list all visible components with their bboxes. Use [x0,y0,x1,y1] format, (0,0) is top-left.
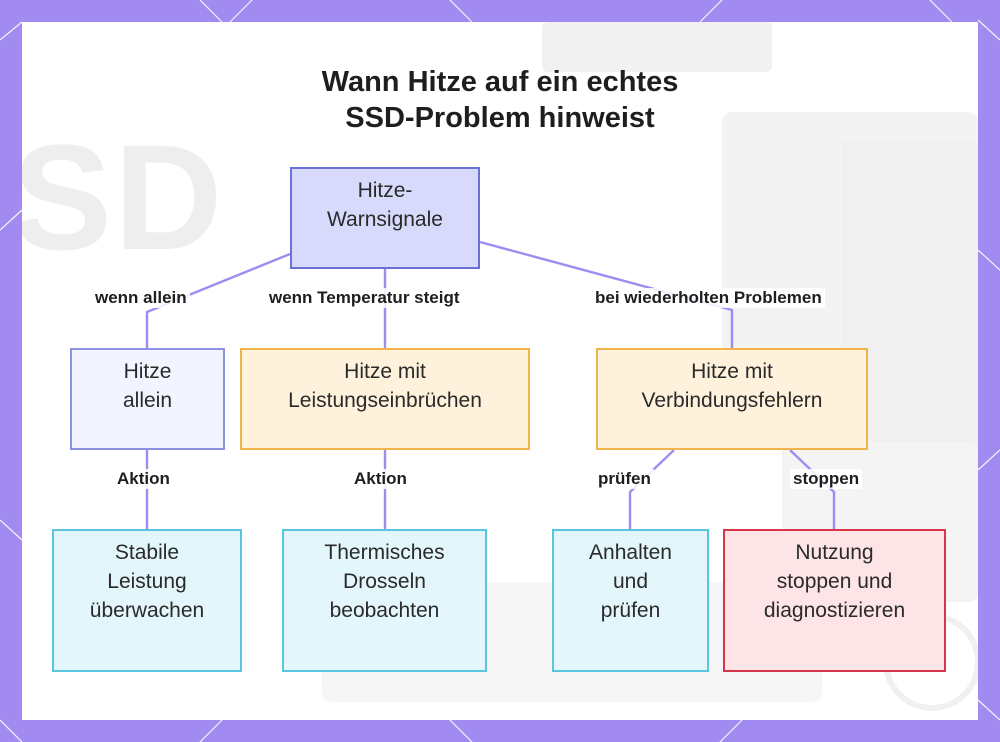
edge-label-alone: wenn allein [92,288,190,308]
node-monitor-stable-performance: Stabile Leistung überwachen [52,529,242,672]
edge-root-alone [145,252,291,348]
node-pause-and-check: Anhalten und prüfen [552,529,709,672]
node-heat-connection-errors: Hitze mit Verbindungsfehlern [596,348,868,450]
edge-label-repeated: bei wiederholten Problemen [592,288,825,308]
edge-connection-stop [789,449,836,529]
node-stop-and-diagnose: Nutzung stoppen und diagnostizieren [723,529,946,672]
title-line-1: Wann Hitze auf ein echtes [321,66,679,98]
node-heat-performance-drops: Hitze mit Leistungseinbrüchen [240,348,530,450]
node-heat-alone: Hitze allein [70,348,225,450]
diagram-panel: SD Wann Hitze auf ein echtes SSD-Problem… [22,22,978,720]
edge-connection-pause [628,449,675,529]
page-title: Wann Hitze auf ein echtes SSD-Problem hi… [22,64,978,136]
edge-label-check: prüfen [595,469,654,489]
node-observe-throttling: Thermisches Drosseln beobachten [282,529,487,672]
background-letters: SD [22,113,225,281]
title-line-2: SSD-Problem hinweist [345,102,655,134]
node-heat-warning-signs: Hitze- Warnsignale [290,167,480,269]
diagram-edges [145,240,836,529]
edge-root-connection [479,240,734,348]
edge-label-action-1: Aktion [114,469,173,489]
edge-label-action-2: Aktion [351,469,410,489]
edge-label-temp-rises: wenn Temperatur steigt [266,288,463,308]
edge-label-stop: stoppen [790,469,863,489]
